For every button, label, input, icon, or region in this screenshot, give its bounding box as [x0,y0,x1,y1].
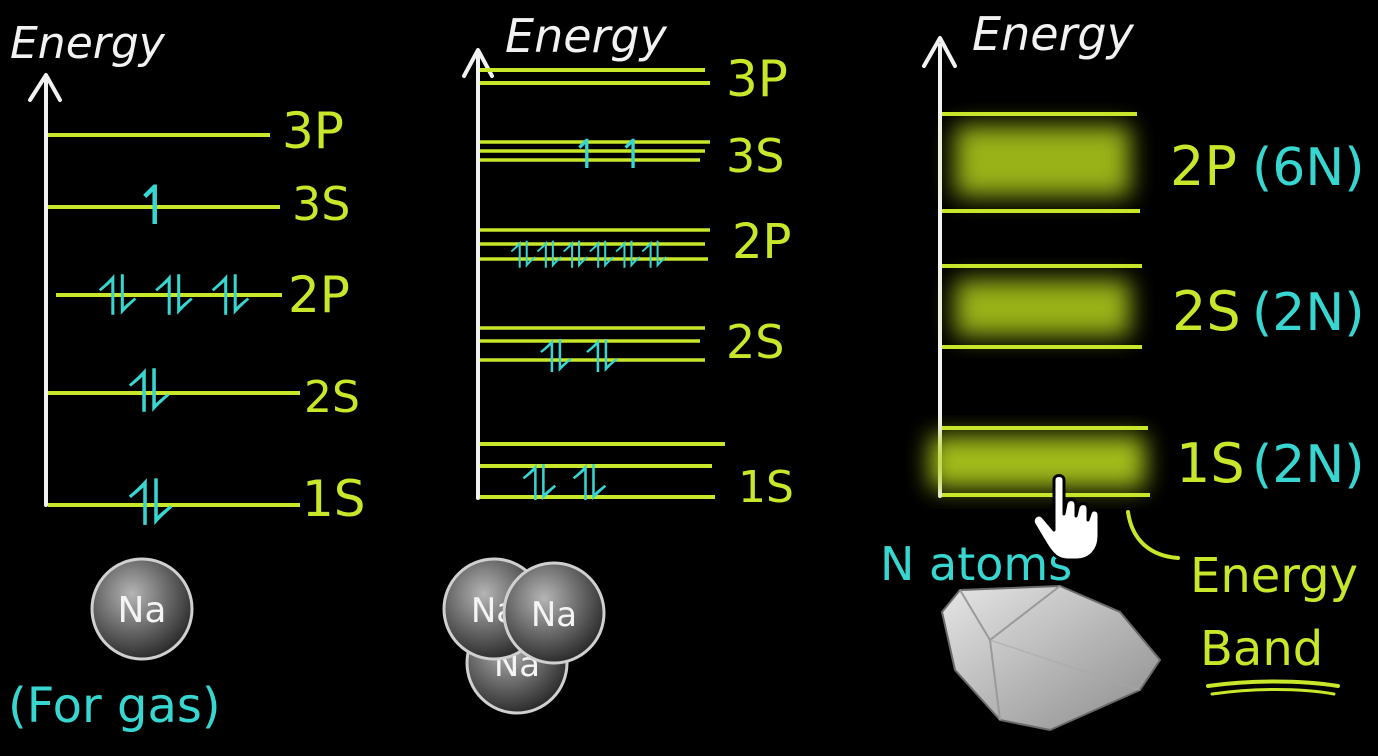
electrons-3s: ↿ [132,174,177,237]
hand-pointer-cursor-icon[interactable] [1031,474,1101,562]
level-label-1s: 1S [738,462,794,513]
electrons-2s: ⥮ [128,358,170,426]
electrons-2p: ⥮⥮⥮⥮⥮⥮ [510,236,667,277]
n-atoms-label: N atoms [880,537,1072,591]
electrons-3s: ↿ ↿ [570,132,650,178]
band-label-2s: 2S [1172,280,1241,343]
axis-arrow-icon [922,36,957,68]
underline [1206,679,1340,688]
electrons-1s: ⥮ [128,467,173,540]
sodium-atom: Na [502,561,606,665]
band-1s [930,426,1150,497]
electrons-2p: ⥮ ⥮ ⥮ [98,265,251,328]
band-pointer-line [1126,510,1180,560]
panel-energy-bands: Energy 2P (6N) 2S (2N) 1S (2N) N atoms [880,7,1365,732]
band-count-2p: (6N) [1252,138,1365,198]
level-label-3s: 3S [292,177,350,231]
level-label-1s: 1S [302,470,366,528]
energy-band-note-line1: Energy [1190,548,1358,604]
band-label-1s: 1S [1176,432,1245,495]
axis-arrow-icon [28,73,62,102]
level-label-2s: 2S [304,372,360,423]
axis-title: Energy [10,18,166,69]
sodium-atom-cluster: Na Na Na [442,557,606,715]
electrons-1s: ⥮ ⥮ [522,456,607,512]
level-label-3s: 3S [726,129,784,183]
atom-label: Na [118,590,167,631]
level-label-3p: 3P [282,102,344,160]
level-label-2p: 2P [288,266,350,324]
axis-arrow-icon [462,48,494,78]
electrons-2s: ⥮ ⥮ [540,332,619,383]
svg-text:Na: Na [531,595,577,635]
axis-title: Energy [972,7,1135,61]
band-2p [942,112,1140,213]
panel-single-atom: Energy 3P 3S 2P 2S 1S ↿ ⥮ ⥮ ⥮ ⥮ ⥮ Na (Fo… [8,18,366,734]
gas-caption: (For gas) [8,678,221,734]
sodium-solid-chunk [940,584,1162,732]
sodium-atom: Na [90,557,194,661]
panel-three-atoms: Energy 3P 3S ↿ ↿ 2P ⥮⥮⥮⥮⥮⥮ 2S ⥮ ⥮ 1S ⥮ ⥮ [442,9,794,715]
band-count-2s: (2N) [1252,283,1365,343]
band-count-1s: (2N) [1252,435,1365,495]
level-label-3p: 3P [726,50,788,108]
band-2s [942,264,1142,349]
underline [1210,688,1336,696]
level-label-2p: 2P [732,214,791,270]
energy-band-note-line2: Band [1200,621,1323,677]
axis-title: Energy [505,9,668,63]
level-label-2s: 2S [726,315,784,369]
band-label-2p: 2P [1170,135,1237,198]
